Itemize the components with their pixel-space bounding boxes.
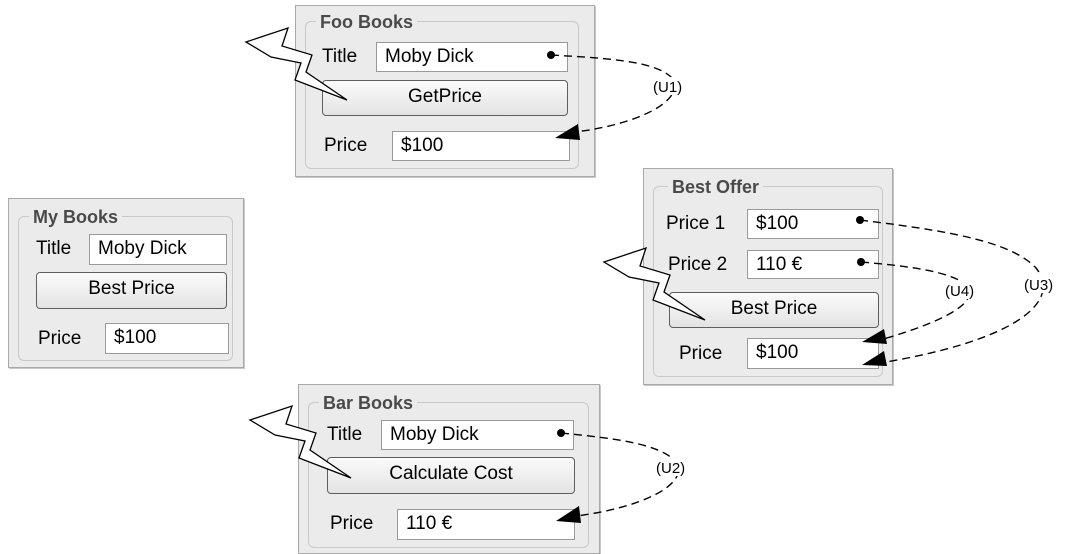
price1-field[interactable]: $100 bbox=[747, 209, 879, 239]
my-books-window: My Books Title Moby Dick Best Price Pric… bbox=[8, 198, 244, 368]
price-label: Price bbox=[330, 513, 374, 534]
my-books-title: My Books bbox=[29, 207, 123, 227]
title-field[interactable]: Moby Dick bbox=[376, 42, 568, 72]
title-label: Title bbox=[327, 424, 363, 445]
connector-u3 bbox=[859, 219, 1044, 364]
price1-label: Price 1 bbox=[666, 213, 726, 234]
price-field[interactable]: $100 bbox=[105, 323, 229, 354]
best-offer-title: Best Offer bbox=[668, 177, 764, 197]
connector-u4 bbox=[860, 261, 971, 341]
bar-books-title: Bar Books bbox=[319, 393, 418, 413]
connector-label-u1: (U1) bbox=[653, 79, 682, 96]
connector-label-u2: (U2) bbox=[656, 460, 685, 477]
price-label: Price bbox=[679, 343, 723, 364]
price-field[interactable]: $100 bbox=[747, 338, 879, 369]
best-price-button[interactable]: Best Price bbox=[36, 272, 227, 309]
title-field[interactable]: Moby Dick bbox=[89, 234, 227, 265]
price-label: Price bbox=[38, 328, 82, 349]
my-books-group bbox=[18, 216, 233, 361]
foo-books-window: Foo Books Title Moby Dick GetPrice Price… bbox=[295, 5, 595, 177]
arrowhead-u4 bbox=[862, 329, 887, 344]
title-field[interactable]: Moby Dick bbox=[381, 420, 574, 450]
foo-books-group bbox=[305, 21, 579, 169]
price-field[interactable]: $100 bbox=[392, 131, 570, 161]
price-field[interactable]: 110 € bbox=[397, 509, 575, 540]
connector-label-u4: (U4) bbox=[945, 283, 974, 300]
bar-books-group bbox=[308, 402, 589, 548]
best-price-button[interactable]: Best Price bbox=[669, 292, 879, 328]
price2-label: Price 2 bbox=[668, 254, 728, 275]
foo-books-title: Foo Books bbox=[316, 12, 417, 32]
arrowhead-u1 bbox=[555, 124, 580, 140]
arrowhead-u2 bbox=[556, 506, 581, 523]
title-label: Title bbox=[322, 46, 358, 67]
lightning-bolt-best-offer-icon bbox=[602, 246, 706, 321]
calculate-cost-button[interactable]: Calculate Cost bbox=[327, 457, 575, 494]
lightning-bolt-foo-icon bbox=[244, 26, 348, 101]
title-label: Title bbox=[36, 238, 72, 259]
price-label: Price bbox=[324, 135, 368, 156]
get-price-button[interactable]: GetPrice bbox=[322, 80, 568, 116]
price2-field[interactable]: 110 € bbox=[747, 250, 879, 279]
connector-label-u3: (U3) bbox=[1024, 277, 1053, 294]
lightning-bolt-bar-books-icon bbox=[248, 404, 352, 479]
best-offer-window: Best Offer Price 1 $100 Price 2 110 € Be… bbox=[643, 168, 893, 385]
arrowhead-u3 bbox=[862, 351, 887, 366]
bar-books-window: Bar Books Title Moby Dick Calculate Cost… bbox=[298, 384, 600, 554]
